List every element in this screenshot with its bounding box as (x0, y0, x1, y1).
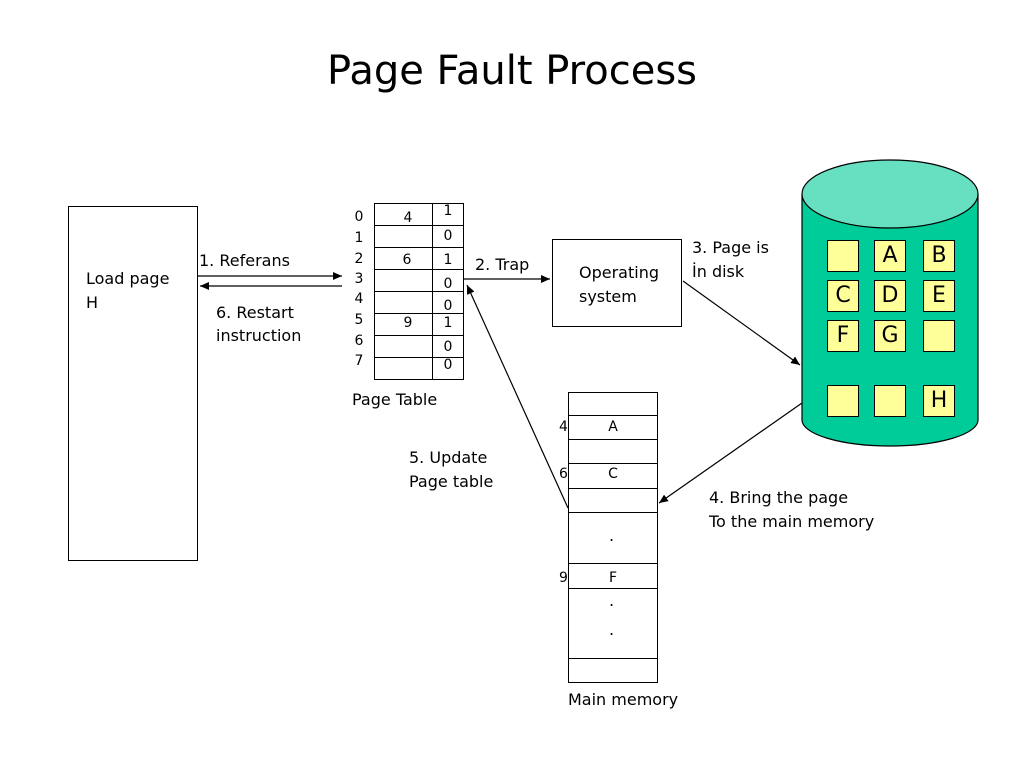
arrow-page-in-disk (682, 280, 801, 366)
disk-page-slot: C (827, 280, 859, 312)
page-index: 7 (354, 353, 364, 369)
main-memory-caption: Main memory (568, 690, 679, 709)
main-memory (568, 392, 658, 683)
label-update-line2: Page table (409, 472, 494, 491)
ellipsis-dot: . (609, 620, 615, 639)
process-label-line1: Load page (86, 269, 170, 288)
label-restart-line1: 6. Restart (216, 303, 294, 322)
disk-page-slot: D (874, 280, 906, 312)
disk-page-slot: F (827, 320, 859, 352)
page-table-row (374, 225, 464, 247)
process-label-line2: H (86, 293, 99, 312)
memory-row (568, 588, 658, 612)
disk-page-slot: B (923, 240, 955, 272)
process-box (68, 206, 198, 561)
memory-row (568, 658, 658, 682)
page-valid-bit: 0 (443, 298, 453, 314)
disk-page-slot (874, 385, 906, 417)
page-table-row (374, 313, 464, 335)
memory-row (568, 415, 658, 439)
arrow-bring-page (658, 402, 803, 504)
disk-cylinder-top (801, 159, 979, 229)
os-label-line1: Operating (579, 263, 659, 282)
page-index: 3 (354, 271, 364, 287)
page-index: 1 (354, 230, 364, 246)
page-table-row (374, 335, 464, 357)
page-index: 5 (354, 312, 364, 328)
page-table-row (374, 291, 464, 313)
disk-page-slot (923, 320, 955, 352)
operating-system-box (552, 239, 682, 327)
page-valid-bit: 0 (443, 357, 453, 373)
memory-row (568, 463, 658, 487)
label-referans: 1. Referans (199, 251, 290, 270)
page-table-row (374, 269, 464, 291)
disk-page-slot (827, 385, 859, 417)
page-frame-number: 4 (403, 210, 413, 226)
page-frame-number: 6 (402, 252, 412, 268)
os-label-line2: system (579, 287, 637, 306)
page-index: 6 (354, 333, 364, 349)
disk-page-slot: H (923, 385, 955, 417)
label-trap: 2. Trap (475, 255, 530, 274)
arrow-update-page-table (466, 284, 569, 509)
disk-page-slot: A (874, 240, 906, 272)
page-valid-bit: 1 (443, 252, 453, 268)
label-page-in-disk-line2: İn disk (692, 262, 745, 281)
memory-row (568, 439, 658, 463)
page-title: Page Fault Process (327, 48, 697, 94)
disk-page-slot (827, 240, 859, 272)
label-bring-page-line2: To the main memory (709, 512, 875, 531)
memory-frame-index: 4 (559, 419, 568, 435)
memory-frame-content: A (608, 419, 618, 435)
label-restart-line2: instruction (216, 326, 302, 345)
page-table-caption: Page Table (352, 390, 438, 409)
memory-row (568, 563, 658, 587)
page-valid-bit: 1 (443, 203, 453, 219)
memory-frame-content: F (608, 570, 618, 586)
memory-frame-content: C (608, 466, 618, 482)
page-valid-bit: 0 (443, 276, 453, 292)
memory-row (568, 512, 658, 536)
disk-page-slot: E (923, 280, 955, 312)
page-index: 4 (354, 291, 364, 307)
memory-frame-index: 9 (559, 570, 568, 586)
disk-page-slot: G (874, 320, 906, 352)
page-index: 0 (354, 209, 364, 225)
ellipsis-dot: . (609, 591, 615, 610)
page-table-row (374, 357, 464, 379)
memory-row (568, 488, 658, 512)
page-index: 2 (354, 251, 364, 267)
label-update-line1: 5. Update (409, 448, 488, 467)
page-table-row (374, 247, 464, 269)
ellipsis-dot: . (609, 526, 615, 545)
page-valid-bit: 1 (443, 315, 453, 331)
label-page-in-disk-line1: 3. Page is (692, 238, 769, 257)
page-valid-bit: 0 (443, 339, 453, 355)
label-bring-page-line1: 4. Bring the page (709, 488, 849, 507)
memory-frame-index: 6 (559, 466, 568, 482)
page-valid-bit: 0 (443, 228, 453, 244)
page-frame-number: 9 (403, 315, 413, 331)
